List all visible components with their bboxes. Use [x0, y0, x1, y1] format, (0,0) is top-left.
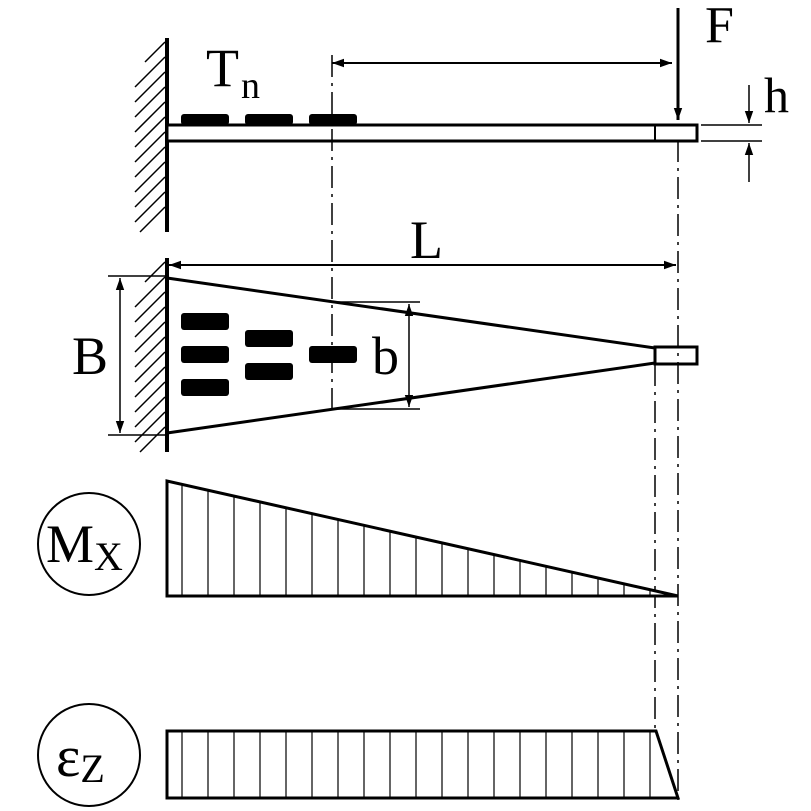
base-width-label: B: [72, 326, 108, 386]
sensor-pads-top: [181, 313, 357, 396]
moment-hatching: [181, 484, 651, 596]
side-view: [134, 8, 762, 233]
strain-hatching: [181, 731, 651, 798]
base-width-dimension: [108, 275, 167, 436]
thickness-label: h: [764, 67, 789, 123]
strain-label-main: ε: [56, 724, 80, 789]
wall-hatching-bottom: [134, 258, 169, 453]
sensors-label-main: T: [206, 38, 239, 98]
sensor-pads-side: [181, 114, 357, 125]
section-width-label: b: [372, 326, 399, 386]
center-lines: [331, 55, 679, 800]
strain-diagram: [37, 703, 681, 807]
strain-label: εZ: [56, 724, 105, 791]
thickness-dimension: [701, 85, 762, 182]
plate-tip: [653, 345, 699, 366]
moment-diagram: [37, 479, 679, 598]
beam-side: [165, 123, 699, 143]
moment-label: MX: [46, 514, 123, 579]
moment-label-circle: [37, 492, 141, 596]
sensors-label: Tn: [206, 38, 260, 107]
strain-label-circle: [37, 703, 141, 807]
strain-label-sub: Z: [80, 746, 104, 791]
length-label: L: [410, 210, 443, 270]
wall-hatching-top: [134, 38, 169, 233]
top-view: [108, 258, 699, 453]
force-label: F: [705, 0, 734, 54]
section-width-dimension: [332, 301, 420, 410]
sensors-label-sub: n: [241, 65, 260, 107]
moment-label-main: M: [46, 514, 94, 574]
moment-label-sub: X: [94, 534, 123, 579]
